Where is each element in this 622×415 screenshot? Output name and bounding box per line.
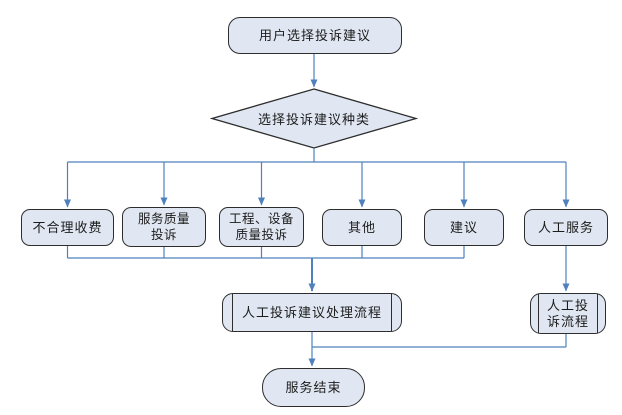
- process-label: 人工投 诉流程: [546, 297, 589, 329]
- start-label: 用户选择投诉建议: [258, 27, 371, 43]
- branch-box-manual-service: 人工服务: [524, 209, 608, 246]
- process-label: 人工投诉建议处理流程: [241, 304, 382, 320]
- branch-label: 其他: [347, 219, 376, 235]
- predefined-process-right-bar: [390, 294, 392, 331]
- branch-label: 人工服务: [537, 219, 594, 235]
- start-terminator: 用户选择投诉建议: [228, 17, 402, 54]
- branch-box-suggestion: 建议: [424, 209, 504, 246]
- branch-box-service-quality-complaint: 服务质量 投诉: [122, 207, 206, 247]
- branch-label: 服务质量 投诉: [137, 212, 190, 242]
- process-manual-complaint-suggestion-handling-flow: 人工投诉建议处理流程: [222, 293, 402, 332]
- predefined-process-right-bar: [596, 294, 598, 333]
- branch-label: 工程、设备 质量投诉: [228, 212, 294, 242]
- branch-label: 不合理收费: [32, 219, 103, 235]
- predefined-process-left-bar: [538, 294, 540, 333]
- decision-label: 选择投诉建议种类: [257, 112, 370, 127]
- branch-box-engineering-equipment-quality-complaint: 工程、设备 质量投诉: [219, 207, 304, 247]
- predefined-process-left-bar: [232, 294, 234, 331]
- branch-label: 建议: [449, 219, 478, 235]
- branch-box-unreasonable-fees: 不合理收费: [21, 209, 114, 246]
- process-manual-complaint-flow: 人工投 诉流程: [530, 293, 606, 334]
- end-terminator: 服务结束: [262, 368, 365, 407]
- end-label: 服务结束: [285, 379, 342, 395]
- branch-box-other: 其他: [322, 209, 402, 246]
